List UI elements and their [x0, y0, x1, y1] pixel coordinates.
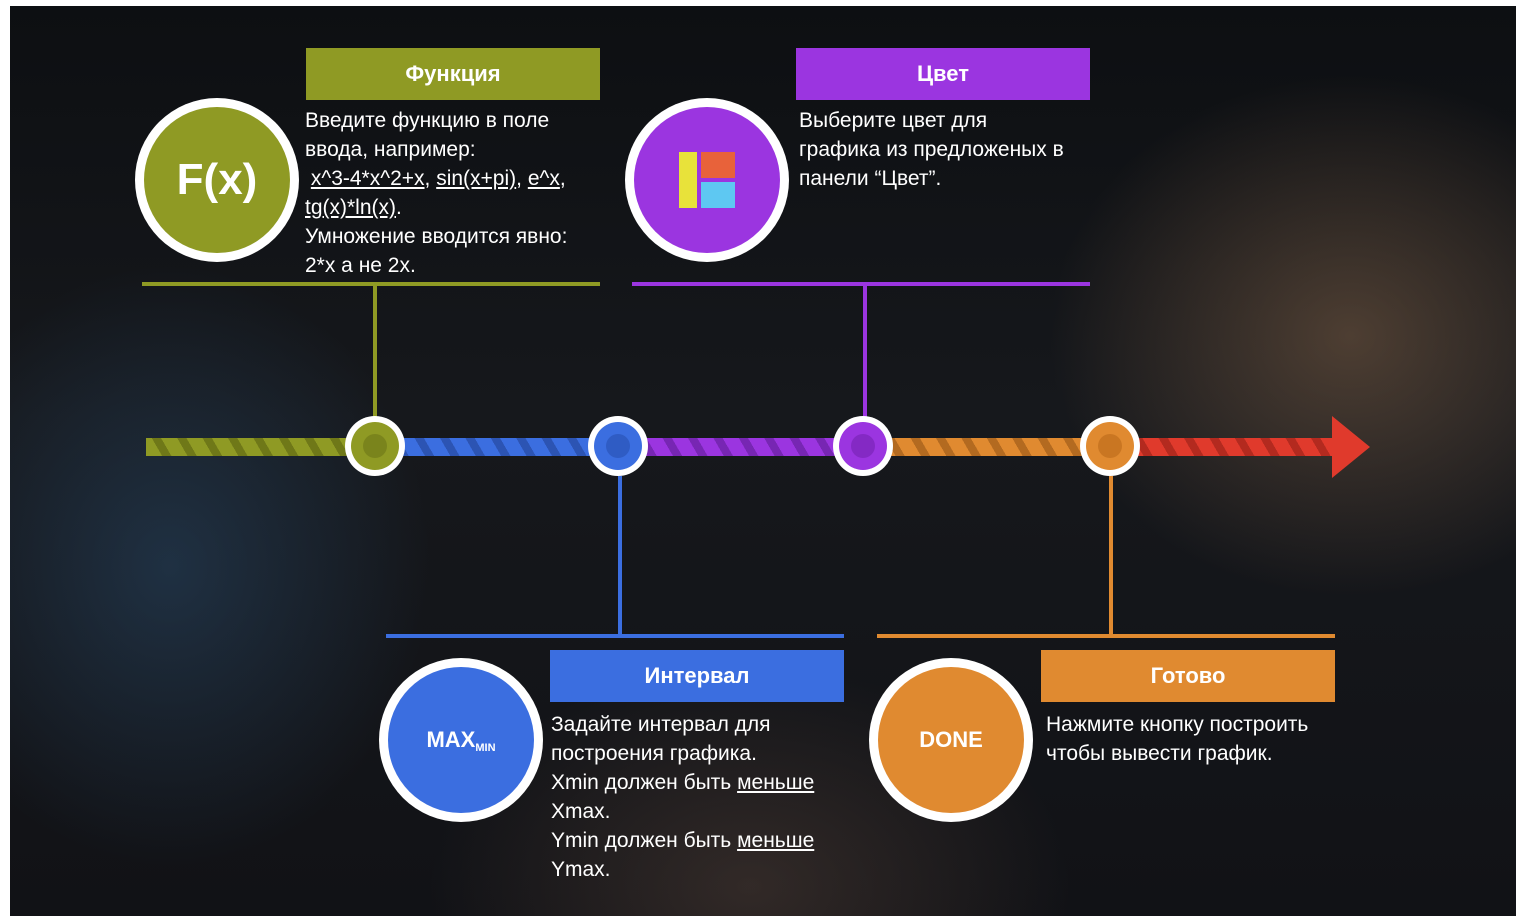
timeline-node-color [833, 416, 893, 476]
fx-icon: F(x) [144, 107, 290, 253]
timeline-segment-function [146, 438, 358, 456]
function-desc-line: Умножение вводится явно: [305, 225, 568, 248]
function-desc-line: ввода, например: [305, 138, 476, 161]
function-icon-circle: F(x) [135, 98, 299, 262]
color-desc-line: графика из предложеных в [799, 138, 1064, 161]
function-desc-line: 2*x а не 2x. [305, 254, 416, 277]
function-header: Функция [306, 48, 600, 100]
timeline-segment-color [606, 438, 854, 456]
color-desc-line: панели “Цвет”. [799, 167, 942, 190]
interval-desc-line: Xmax. [551, 800, 611, 823]
palette-icon [679, 152, 735, 208]
done-connector [1109, 476, 1113, 636]
interval-desc-line: Ymin должен быть меньше [551, 829, 815, 852]
interval-baseline [386, 634, 844, 638]
emphasis-text: меньше [737, 771, 815, 794]
example-formula: sin(x+pi) [436, 167, 517, 190]
done-desc-line: чтобы вывести график. [1046, 742, 1273, 765]
timeline-node-function [345, 416, 405, 476]
timeline-node-interval [588, 416, 648, 476]
interval-connector [618, 476, 622, 636]
function-description: Введите функцию в поле ввода, например: … [305, 106, 625, 280]
function-examples: x^3-4*x^2+x, sin(x+pi), e^x, [310, 167, 566, 190]
function-connector [373, 284, 377, 422]
color-icon-circle [625, 98, 789, 262]
min-label: MIN [475, 742, 496, 754]
done-header: Готово [1041, 650, 1335, 702]
color-baseline [632, 282, 1090, 286]
done-icon: DONE [878, 667, 1024, 813]
interval-desc-line: Задайте интервал для [551, 713, 771, 736]
function-desc-line: Введите функцию в поле [305, 109, 550, 132]
interval-desc-line: Xmin должен быть меньше [551, 771, 815, 794]
color-connector [863, 284, 867, 422]
timeline-segment-done [854, 438, 1102, 456]
palette-icon-bg [634, 107, 780, 253]
function-baseline [142, 282, 600, 286]
interval-desc-line: построения графика. [551, 742, 757, 765]
interval-desc-line: Ymax. [551, 858, 611, 881]
infographic-canvas: Функция F(x) Введите функцию в поле ввод… [10, 6, 1516, 916]
example-formula: tg(x)*ln(x) [305, 196, 397, 219]
done-desc-line: Нажмите кнопку построить [1046, 713, 1309, 736]
color-desc-line: Выберите цвет для [799, 109, 988, 132]
color-description: Выберите цвет для графика из предложеных… [799, 106, 1129, 193]
example-formula: e^x [527, 167, 560, 190]
example-formula: x^3-4*x^2+x [310, 167, 425, 190]
interval-header: Интервал [550, 650, 844, 702]
timeline-segment-interval [358, 438, 606, 456]
interval-description: Задайте интервал для построения графика.… [551, 710, 871, 884]
timeline-segment-end [1102, 438, 1334, 456]
done-description: Нажмите кнопку построить чтобы вывести г… [1046, 710, 1376, 768]
emphasis-text: меньше [737, 829, 815, 852]
done-baseline [877, 634, 1335, 638]
timeline-node-done [1080, 416, 1140, 476]
done-icon-circle: DONE [869, 658, 1033, 822]
max-label: MAX [426, 727, 476, 752]
function-examples: tg(x)*ln(x). [305, 196, 402, 219]
color-header: Цвет [796, 48, 1090, 100]
arrowhead-icon [1332, 416, 1370, 478]
